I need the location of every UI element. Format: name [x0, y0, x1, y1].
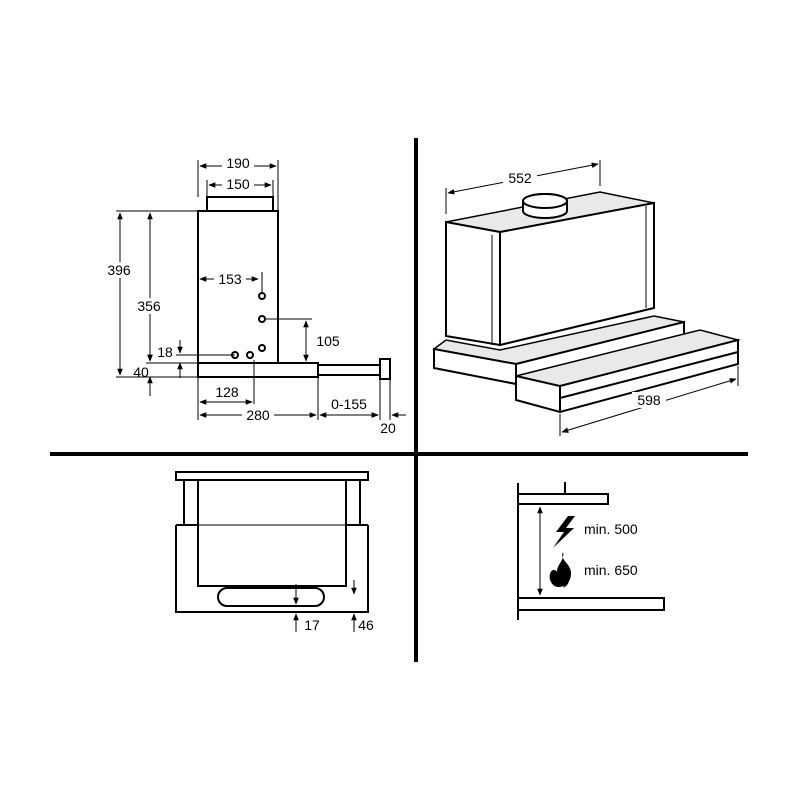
side-base-plate: [197, 362, 319, 378]
dim-46: 46: [358, 617, 374, 633]
dim-0-155: 0-155: [331, 396, 367, 412]
dim-356: 356: [137, 298, 161, 314]
lightning-icon: [553, 516, 575, 548]
dim-396: 396: [107, 262, 131, 278]
side-drawer-handle: [379, 358, 391, 380]
clearance-gas-label: min. 650: [584, 562, 638, 578]
dim-150: 150: [226, 176, 250, 192]
dim-190: 190: [226, 155, 250, 171]
dim-20: 20: [380, 420, 396, 436]
clearance-electric-label: min. 500: [584, 521, 638, 537]
side-hood-body: [197, 210, 279, 364]
dim-552: 552: [508, 170, 532, 186]
side-drawer: [317, 364, 381, 376]
dim-18: 18: [157, 344, 173, 360]
perspective-view: 552 598: [432, 160, 741, 436]
fixing-hole: [246, 351, 254, 359]
dim-280: 280: [246, 407, 270, 423]
fixing-hole: [258, 315, 266, 323]
dim-598: 598: [637, 392, 661, 408]
clearance-view: min. 500 min. 650: [517, 482, 665, 620]
dim-40: 40: [133, 364, 149, 380]
front-inner-body: [197, 479, 347, 587]
front-handle-slot: [217, 587, 325, 607]
side-view: 190 150 396 356 40 18 153 10: [104, 155, 406, 436]
fixing-hole: [258, 292, 266, 300]
fixing-hole: [258, 344, 266, 352]
dim-153: 153: [218, 271, 242, 287]
hood-front-face: [499, 201, 655, 347]
front-top-plate: [175, 471, 369, 481]
dim-17: 17: [304, 617, 320, 633]
hood-profile: [517, 493, 609, 505]
side-outlet: [206, 196, 274, 212]
hob-profile: [517, 597, 665, 611]
dim-105: 105: [316, 333, 340, 349]
front-outer-casing: [175, 524, 369, 613]
dim-128: 128: [215, 384, 239, 400]
front-view: 17 46: [175, 471, 374, 633]
